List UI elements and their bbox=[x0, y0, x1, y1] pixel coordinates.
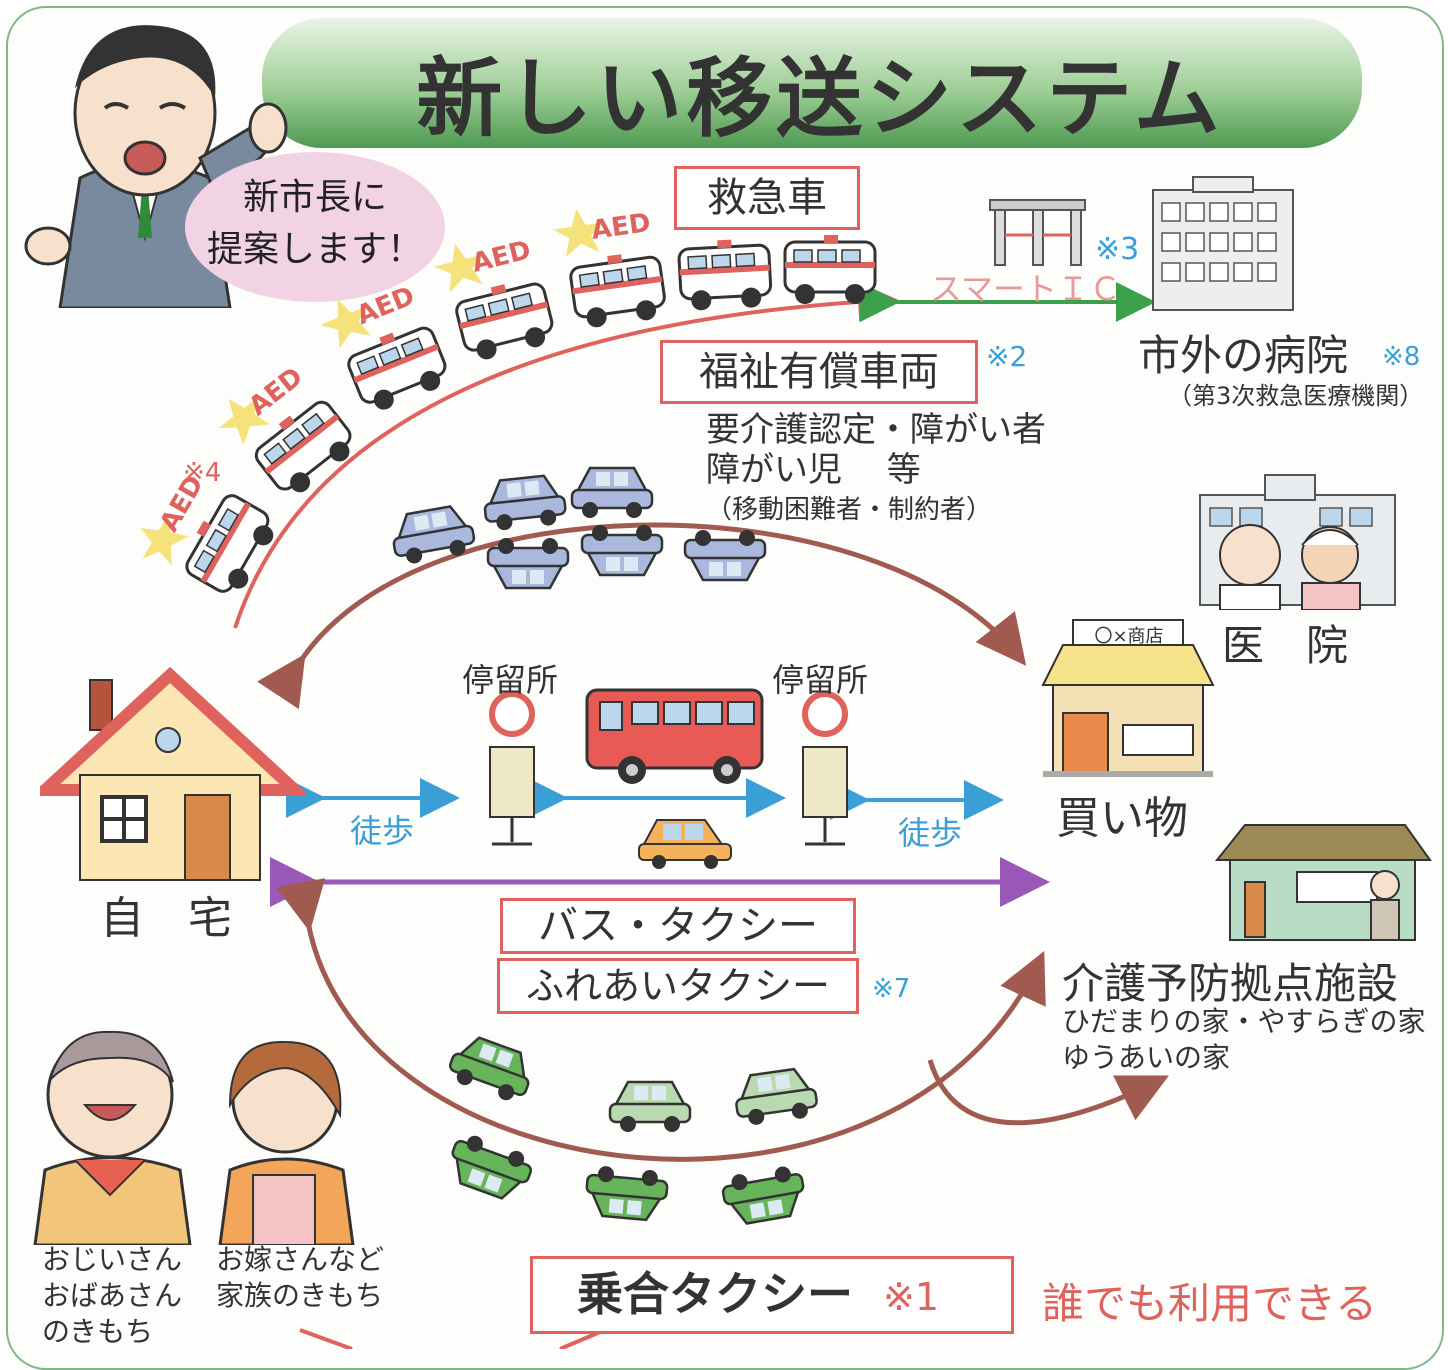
smart-ic-label: スマートＩＣ bbox=[930, 270, 1122, 308]
welfare-car-icon bbox=[392, 505, 476, 564]
outer-hospital-name: 市外の病院 bbox=[1138, 331, 1349, 380]
bus-icon bbox=[585, 688, 764, 784]
welfare-car-icon bbox=[580, 525, 664, 577]
shared-taxi-car-icon bbox=[735, 1067, 818, 1125]
ambulance-icon bbox=[677, 239, 773, 311]
welfare-caption: 要介護認定・障がい者 障がい児 等 （移動困難者・制約者） bbox=[706, 410, 1046, 530]
fureai-taxi-label: ふれあいタクシー bbox=[497, 958, 859, 1014]
welfare-arc bbox=[257, 522, 1027, 710]
shared-taxi-car-icon bbox=[608, 1080, 692, 1132]
welfare-car-icon bbox=[570, 466, 654, 518]
care-center-illustration bbox=[1215, 824, 1432, 941]
elders-line-1: おじいさん bbox=[42, 1243, 183, 1276]
outer-hospital-building-icon bbox=[1152, 176, 1294, 311]
fureai-note: ※7 bbox=[872, 974, 911, 1004]
ambulance-route-line bbox=[233, 281, 898, 629]
shared-taxi-car-icon bbox=[585, 1166, 669, 1222]
walk-left-label: 徒歩 bbox=[350, 812, 415, 850]
outer-hospital-sub: （第3次救急医療機関） bbox=[1168, 382, 1424, 410]
shared-taxi-label: 乗合タクシー bbox=[577, 1267, 853, 1321]
family-illustration bbox=[33, 1030, 355, 1245]
welfare-car-icon bbox=[683, 530, 767, 582]
shared-taxi-arc bbox=[276, 878, 1046, 1162]
care-center-name: 介護予防拠点施設 bbox=[1062, 959, 1399, 1008]
care-center-line-1: ひだまりの家・やすらぎの家 bbox=[1062, 1005, 1426, 1038]
bus-taxi-label: バス・タクシー bbox=[500, 898, 856, 954]
ambulance-label: 救急車 bbox=[674, 166, 860, 230]
welfare-line-3: （移動困難者・制約者） bbox=[706, 495, 993, 525]
ambulance-icon bbox=[783, 235, 877, 304]
elders-line-2: おばあさん bbox=[42, 1279, 183, 1312]
anyone-can-use-label: 誰でも利用できる bbox=[1042, 1279, 1378, 1328]
speech-text: 新市長に 提案します！ bbox=[195, 172, 435, 276]
welfare-car-icon bbox=[486, 538, 570, 590]
shop-illustration bbox=[1041, 619, 1215, 777]
title-band bbox=[262, 18, 1362, 148]
home-label: 自 宅 bbox=[100, 893, 232, 944]
bus-stop-left-label: 停留所 bbox=[462, 661, 559, 699]
speech-bubble bbox=[185, 152, 445, 302]
shared-taxi-note: ※1 bbox=[883, 1275, 940, 1319]
speech-line-2: 提案します！ bbox=[206, 229, 423, 270]
bus-stop-left-icon bbox=[489, 692, 535, 846]
mayor-illustration bbox=[24, 25, 288, 308]
family-line-1: お嫁さんなど bbox=[216, 1243, 385, 1276]
elders-caption: おじいさん おばあさん のきもち bbox=[42, 1242, 182, 1350]
shared-taxi-car-icon bbox=[451, 1135, 532, 1200]
clinic-illustration bbox=[1199, 474, 1396, 610]
smart-ic-gate-icon bbox=[989, 199, 1086, 266]
bottom-arrow-a bbox=[299, 1328, 353, 1349]
welfare-line-2: 障がい児 等 bbox=[706, 450, 921, 490]
shared-taxi-car-icon bbox=[449, 1036, 530, 1101]
welfare-line-1: 要介護認定・障がい者 bbox=[706, 410, 1046, 450]
elders-line-3: のきもち bbox=[42, 1315, 154, 1348]
care-center-branch-arrow bbox=[927, 1059, 1169, 1126]
shared-taxi-label-box: 乗合タクシー ※1 bbox=[530, 1256, 1014, 1334]
shop-sign: 〇×商店 bbox=[1094, 626, 1164, 647]
speech-line-1: 新市長に bbox=[242, 177, 387, 218]
family-line-2: 家族のきもち bbox=[216, 1279, 384, 1312]
welfare-car-icon bbox=[483, 474, 567, 531]
bottom-arrow-b bbox=[559, 1330, 601, 1349]
clinic-label: 医 院 bbox=[1222, 621, 1349, 670]
outer-hospital-note: ※8 bbox=[1382, 342, 1421, 372]
welfare-vehicle-label: 福祉有償車両 bbox=[660, 340, 978, 404]
family-caption: お嫁さんなど 家族のきもち bbox=[216, 1242, 384, 1314]
bus-stop-right-label: 停留所 bbox=[772, 661, 869, 699]
shared-taxi-car-icon bbox=[721, 1166, 805, 1225]
home-illustration bbox=[40, 666, 305, 881]
taxi-icon bbox=[638, 819, 732, 869]
care-center-line-2: ゆうあいの家 bbox=[1062, 1041, 1231, 1074]
ambulance-note: ※4 bbox=[183, 458, 222, 488]
ambulance-icon: AED bbox=[433, 235, 554, 360]
smart-ic-note: ※3 bbox=[1095, 232, 1140, 267]
page-title: 新しい移送システム bbox=[416, 49, 1224, 149]
bus-stop-right-icon bbox=[802, 692, 848, 846]
welfare-note: ※2 bbox=[986, 340, 1028, 373]
walk-right-label: 徒歩 bbox=[898, 814, 963, 852]
shopping-label: 買い物 bbox=[1056, 793, 1188, 844]
ambulance-icon: AED bbox=[552, 208, 666, 328]
